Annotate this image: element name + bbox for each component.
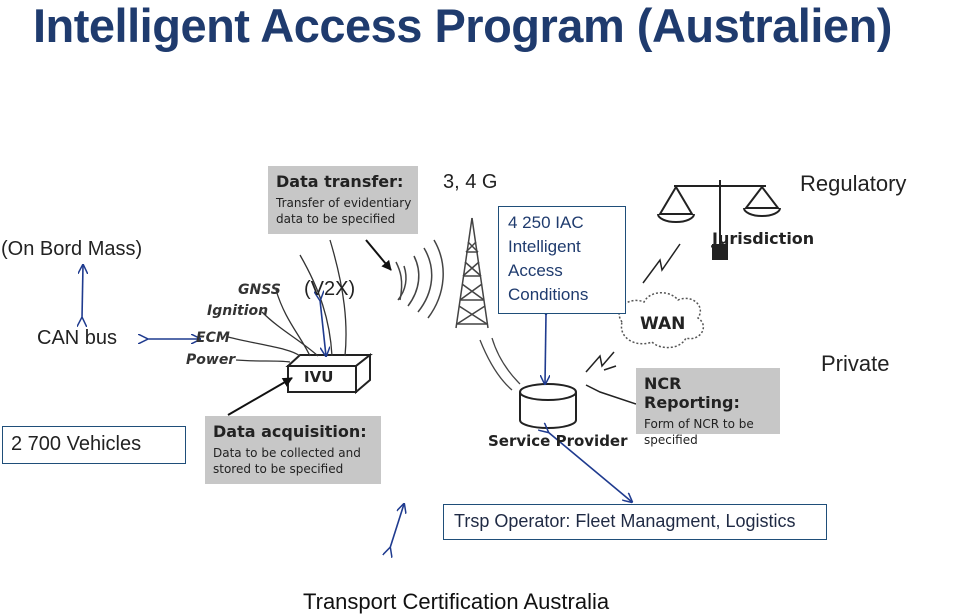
data-acquisition-line-2: stored to be specified: [213, 462, 344, 476]
iac-line-3: Access: [508, 261, 563, 280]
service-provider-label: Service Provider: [488, 432, 628, 450]
tower-waves: [479, 337, 521, 391]
footer-label: Transport Certification Australia: [303, 589, 610, 614]
vehicles-label: 2 700 Vehicles: [11, 433, 142, 455]
data-acquisition-panel: Data acquisition: Data to be collected a…: [205, 416, 381, 484]
input-power: Power: [186, 352, 236, 368]
wan-cloud: [618, 292, 704, 349]
v2x-label: (V2X): [304, 278, 356, 300]
vehicles-box: 2 700 Vehicles: [2, 426, 186, 464]
scales-icon: [657, 180, 781, 260]
service-provider-database: [519, 383, 577, 429]
ivu-device: [285, 352, 373, 395]
ivu-label: IVU: [304, 368, 334, 386]
wan-label: WAN: [640, 314, 686, 334]
transport-operator-label: Trsp Operator: Fleet Managment, Logistic…: [454, 511, 796, 531]
data-acquisition-line-1: Data to be collected and: [213, 446, 361, 460]
ncr-heading: NCR Reporting:: [644, 374, 740, 412]
jurisdiction-label: Jurisdiction: [712, 229, 815, 248]
private-label: Private: [821, 351, 890, 376]
input-ecm: ECM: [196, 330, 230, 346]
cell-tower: [455, 217, 489, 329]
input-gnss: GNSS: [238, 282, 281, 298]
acquisition-to-ivu-arrow: [227, 377, 293, 416]
on-board-mass-label: (On Bord Mass): [1, 238, 143, 260]
ivu-radio-waves: [395, 239, 444, 319]
iac-box: 4 250 IAC Intelligent Access Conditions: [498, 206, 626, 314]
ncr-line-2: specified: [644, 433, 698, 447]
iac-line-4: Conditions: [508, 285, 589, 304]
data-transfer-panel: Data transfer: Transfer of evidentiary d…: [268, 166, 418, 234]
iac-line-1: 4 250 IAC: [508, 213, 584, 232]
regulatory-label: Regulatory: [800, 171, 907, 196]
data-transfer-line-1: Transfer of evidentiary: [276, 196, 412, 210]
data-acquisition-heading: Data acquisition:: [213, 422, 367, 441]
can-bus-label: CAN bus: [37, 327, 118, 349]
ncr-line-1: Form of NCR to be: [644, 417, 754, 431]
input-wires: [227, 239, 347, 363]
ncr-reporting-panel: NCR Reporting: Form of NCR to be specifi…: [636, 368, 780, 447]
transport-operator-box: Trsp Operator: Fleet Managment, Logistic…: [443, 504, 827, 540]
input-ignition: Ignition: [207, 303, 269, 319]
iac-line-2: Intelligent: [508, 237, 581, 256]
data-transfer-heading: Data transfer:: [276, 172, 404, 191]
transfer-to-antenna-arrow: [365, 239, 392, 271]
network-label: 3, 4 G: [443, 171, 498, 193]
page-title: Intelligent Access Program (Australien): [33, 0, 892, 52]
blue-arrows: [82, 265, 632, 548]
data-transfer-line-2: data to be specified: [276, 212, 396, 226]
lightning-links: [585, 243, 681, 405]
